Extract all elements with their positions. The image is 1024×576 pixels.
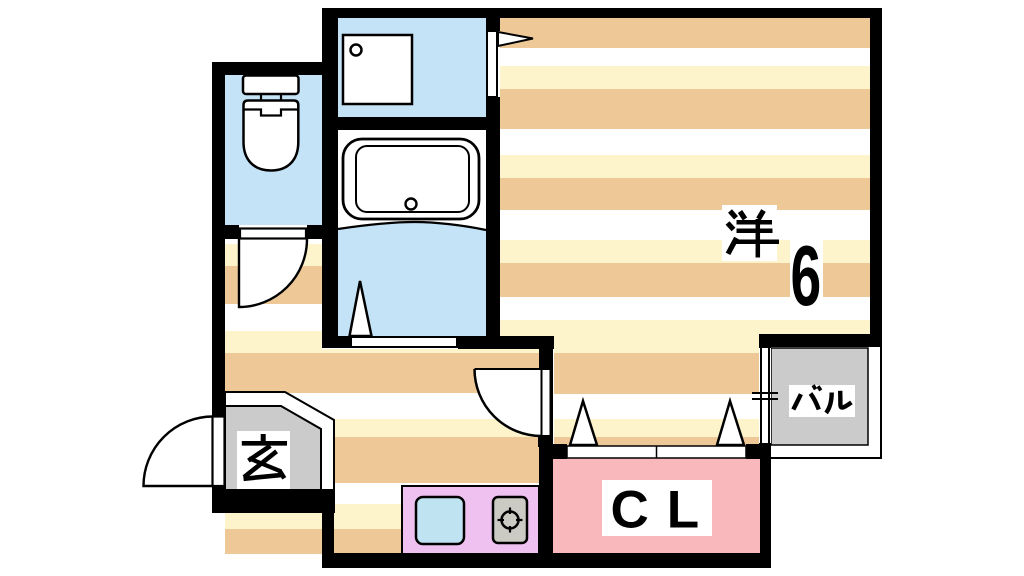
svg-text:6: 6 xyxy=(791,229,822,324)
svg-text:CL: CL xyxy=(611,481,718,540)
